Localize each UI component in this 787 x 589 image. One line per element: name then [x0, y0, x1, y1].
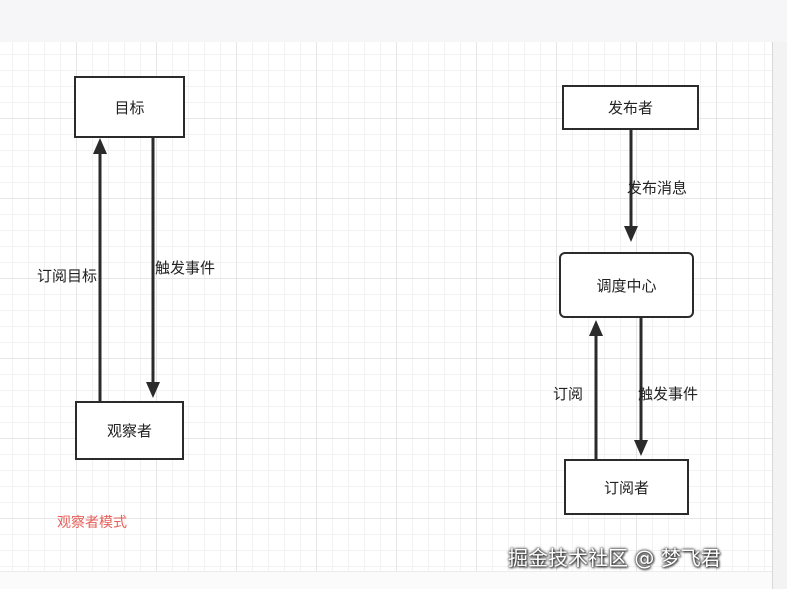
node-observer-label: 观察者: [106, 422, 152, 440]
edge-label-trigger-event-left: 触发事件: [155, 259, 216, 277]
node-target-label: 目标: [114, 98, 145, 117]
edge-label-trigger-event-right: 触发事件: [638, 385, 699, 403]
diagram-caption: 观察者模式: [57, 515, 127, 531]
node-dispatch-center-label: 调度中心: [596, 276, 657, 295]
top-toolbar-area: [0, 0, 787, 43]
node-publisher-label: 发布者: [607, 99, 653, 117]
node-target[interactable]: 目标: [74, 76, 185, 138]
watermark: 掘金技术社区 @ 梦飞君: [508, 546, 721, 570]
node-publisher[interactable]: 发布者: [562, 85, 699, 130]
node-dispatch-center[interactable]: 调度中心: [559, 252, 694, 318]
edge-label-publish-message: 发布消息: [627, 179, 688, 197]
bottom-strip: [0, 571, 772, 589]
edge-label-subscribe-target: 订阅目标: [37, 267, 98, 285]
node-observer[interactable]: 观察者: [75, 401, 184, 460]
node-subscriber-label: 订阅者: [603, 478, 649, 497]
edge-label-subscribe-center: 订阅: [553, 385, 584, 403]
node-subscriber[interactable]: 订阅者: [564, 459, 689, 515]
right-scrollbar[interactable]: [772, 42, 787, 589]
